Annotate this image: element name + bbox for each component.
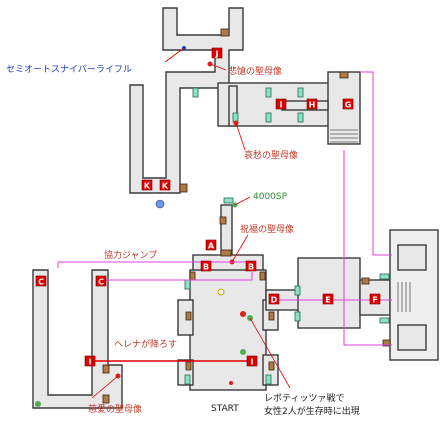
doors (102, 28, 391, 404)
lower-section (32, 204, 439, 409)
svg-text:I: I (280, 101, 283, 110)
svg-text:C: C (98, 278, 104, 287)
svg-text:A: A (208, 242, 215, 251)
east-room-2-inner-bot (397, 324, 427, 351)
west-corridor (32, 269, 123, 409)
east-room-1 (297, 257, 361, 329)
label-semiauto: セミオートスナイパーライフル (6, 64, 132, 75)
svg-text:I: I (89, 358, 92, 367)
marker-i: I (275, 98, 287, 110)
sp-corridor (220, 204, 233, 256)
marker-k1: K (141, 179, 153, 191)
ally-dot-icon (240, 349, 246, 355)
upper-corridor (129, 7, 244, 194)
label-repo2: 女性2人が生存時に出現 (264, 405, 360, 417)
upper-inner-block (281, 100, 329, 111)
svg-text:K: K (144, 182, 151, 191)
label-jiai: 慈愛の聖母像 (88, 403, 142, 415)
marker-f: F (369, 293, 381, 305)
marker-a: A (205, 239, 217, 251)
marker-j: J (211, 47, 223, 59)
marker-b2: B (245, 260, 257, 272)
text-labels: セミオートスナイパーライフル 悲愴の聖母像 哀愁の聖母像 4000SP 祝福の聖… (6, 64, 360, 417)
label-repo1: レポティッツァ戦で (264, 392, 344, 404)
svg-text:D: D (271, 296, 278, 305)
gates (184, 87, 390, 385)
svg-text:G: G (345, 101, 352, 110)
marker-d: D (268, 293, 280, 305)
label-helena: ヘレナが降ろす (114, 338, 177, 350)
save-point-icon (155, 199, 165, 209)
upper-section (129, 7, 361, 194)
svg-text:F: F (372, 296, 377, 305)
label-hiso: 悲愴の聖母像 (228, 65, 282, 77)
item-dot-icon (217, 288, 225, 296)
svg-text:E: E (325, 296, 330, 305)
label-shukufuku: 祝福の聖母像 (240, 223, 294, 235)
svg-text:I: I (251, 358, 254, 367)
central-wing-left (177, 299, 194, 336)
marker-k2: K (159, 179, 171, 191)
marker-ii1: I (84, 355, 96, 367)
svg-text:B: B (203, 263, 209, 272)
svg-text:K: K (162, 182, 169, 191)
jiai-dot-icon (35, 401, 41, 407)
enemy-dot-icon (240, 311, 246, 317)
svg-text:C: C (38, 278, 44, 287)
east-stairs (397, 282, 411, 312)
upper-connector (228, 85, 238, 127)
marker-b1: B (200, 260, 212, 272)
marker-ii2: I (246, 355, 258, 367)
hiso-dot-icon (207, 61, 213, 67)
label-start: START (211, 404, 239, 414)
svg-text:B: B (248, 263, 254, 272)
label-kyouryoku: 協力ジャンプ (104, 249, 157, 261)
marker-h: H (306, 98, 318, 110)
label-sp4000: 4000SP (253, 192, 288, 202)
svg-text:H: H (309, 101, 316, 110)
marker-c1: C (35, 275, 47, 287)
marker-e: E (322, 293, 334, 305)
marker-c2: C (95, 275, 107, 287)
markers: J I H G K K A B B C C D E F I I (35, 47, 381, 367)
leaders (91, 47, 291, 399)
start-dot-icon (229, 381, 233, 385)
label-aishu: 哀愁の聖母像 (244, 149, 298, 161)
central-room (189, 269, 267, 391)
east-room-2-inner-top (397, 244, 427, 271)
marker-g: G (342, 98, 354, 110)
upper-stairs (330, 129, 358, 143)
svg-text:J: J (215, 50, 219, 59)
